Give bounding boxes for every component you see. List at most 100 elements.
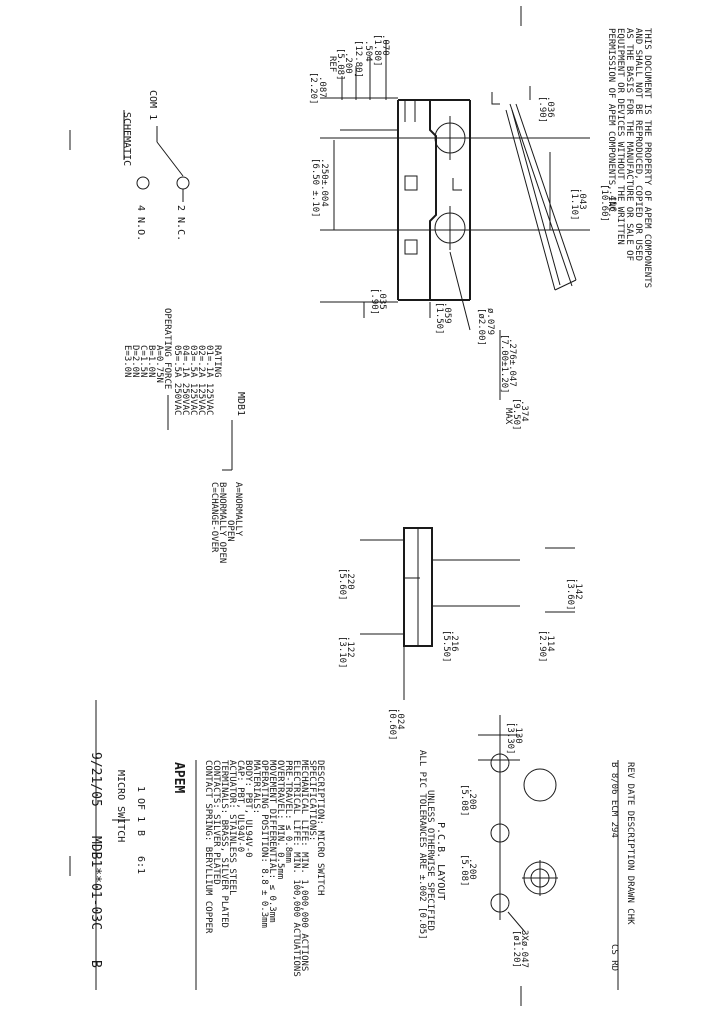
side-view-dimensions: .504 [12.80] .070 [1.80] .200 [5.08] REF…: [308, 34, 617, 431]
drawing-title: MICRO SWITCH: [115, 770, 126, 842]
side-view: [320, 40, 590, 400]
dim-dia2-mm: [ø1.20]: [511, 930, 521, 968]
dim-504-mm: [12.80]: [353, 40, 363, 78]
spec-line: BODY: PBT, UL94V-0: [243, 760, 253, 858]
actuator-lever-alt: [511, 109, 561, 286]
dim-416-mm: [10.60]: [599, 184, 609, 222]
dim-220: .220: [345, 568, 355, 590]
pcb-layout: .130 [3.30] .200 [5.08] .200 [5.08] 3Xø.…: [417, 715, 558, 968]
dim-036-mm: [.90]: [537, 96, 547, 123]
terminal-slot: [404, 239, 418, 255]
spec-line: OVERTRAVEL: MIN. 0.5mm: [275, 760, 285, 879]
act-line: OPEN: [225, 520, 235, 542]
actuator-lever-alt: [505, 109, 556, 291]
pcb-mount-hole: [523, 768, 557, 802]
end-view: .142 [3.60] .114 [2.90] .220 [5.60] .122…: [337, 527, 583, 741]
dim-200b-mm: [5.08]: [459, 784, 469, 817]
force-title: OPERATING FORCE: [162, 308, 172, 389]
dim-036: .036: [545, 96, 555, 118]
force-line: D=2.0N: [130, 345, 140, 378]
dim-216: .216: [449, 630, 459, 652]
dim-087: .087: [317, 76, 327, 98]
rating-line: 05=.5A 250VAC: [172, 345, 182, 415]
spec-line: MATERIALS:: [251, 760, 261, 814]
pcb-leader: [507, 911, 526, 933]
dim-200c-mm: [5.08]: [459, 854, 469, 887]
revision-row: B 8/06 ECM 294: [609, 762, 619, 838]
dim-ref: REF: [327, 56, 337, 72]
dim-276: .276±.047: [507, 338, 517, 387]
dim-416: .416: [607, 190, 617, 212]
part-number: MDB1**01-03C: [88, 836, 103, 930]
dim-024-mm: [0.60]: [387, 708, 397, 741]
spec-line: TERMINALS: BRASS, SILVER PLATED: [219, 760, 229, 928]
dim-059-mm: [1.50]: [434, 302, 444, 335]
revision-block: REV DATE DESCRIPTION DRAWN CHK B 8/06 EC…: [609, 760, 635, 990]
dim-200c: .200: [467, 858, 477, 880]
revision-header: REV DATE DESCRIPTION DRAWN CHK: [625, 762, 635, 925]
rating-line: 02=.2A 125VAC: [196, 345, 206, 415]
company-logo: APEM: [171, 762, 186, 793]
pcb-note: ALL PIC TOLERANCES ARE ±.002 [0.05]: [417, 750, 427, 940]
notice-line: AND SHALL NOT BE REPRODUCED, COPIED OR U…: [633, 28, 643, 261]
dim-059: .059: [442, 302, 452, 324]
dim-374-mm: [9.50]: [511, 398, 521, 431]
title-block: APEM MICRO SWITCH 9/21/05 MDB1**01-03C B…: [88, 700, 197, 990]
rating-line: RATING: [212, 345, 222, 378]
leader-line: [449, 251, 471, 331]
spec-line: ACTUATOR: STAINLESS STEEL: [227, 760, 237, 895]
spec-line: DESCRIPTION: MICRO SWITCH: [315, 760, 325, 895]
schematic: SCHEMATIC COM 1 2 N.C. 4 N.O.: [121, 90, 190, 241]
force-line: B=1.0N: [146, 345, 156, 378]
pcb-note: UNLESS OTHERWISE SPECIFIED: [425, 790, 435, 931]
act-line: C=CHANGE-OVER: [209, 482, 219, 553]
spec-line: PRE-TRAVEL: ≤ 0.8mm: [283, 760, 293, 863]
dim-374: .374: [519, 400, 529, 422]
dim-035-mm: [.90]: [369, 288, 379, 315]
dim-200b: .200: [467, 788, 477, 810]
dim-122: .122: [345, 636, 355, 658]
spec-line: CAP: PBT, UL94V-0: [235, 760, 245, 852]
no-label: 4 N.O.: [135, 205, 146, 241]
dim-070: .070: [380, 34, 390, 56]
rating-line: 04=.1A 250VAC: [180, 345, 190, 415]
terminal-slot: [404, 175, 418, 191]
confidentiality-notice: THIS DOCUMENT IS THE PROPERTY OF APEM CO…: [606, 28, 652, 288]
actuator-lever: [509, 103, 573, 287]
force-line: C=1.5N: [138, 345, 148, 378]
switch-body-outline: [397, 99, 471, 301]
dim-220-mm: [5.60]: [337, 568, 347, 601]
dim-122-mm: [3.10]: [337, 636, 347, 669]
rating-line: 01=.1A 125VAC: [204, 345, 214, 415]
dim-114-mm: [2.90]: [537, 630, 547, 663]
act-line: B=NORMALLY OPEN: [217, 482, 227, 563]
rating-line: 03=.5A 125VAC: [188, 345, 198, 415]
dim-250: .250±.004: [319, 158, 329, 207]
dim-043: .043: [577, 188, 587, 210]
dim-070-mm: [1.80]: [372, 34, 382, 67]
nc-label: 2 N.C.: [175, 205, 186, 241]
dim-216-mm: [5.50]: [441, 630, 451, 663]
notice-line: EQUIPMENT OR DEVICES WITHOUT THE WRITTEN: [615, 28, 625, 245]
force-line: A=0.75N: [154, 345, 164, 383]
dim-dia2: 3Xø.047: [519, 930, 529, 968]
spec-line: OPERATING POSITION: 8.8 ± 0.3mm: [259, 760, 269, 928]
dim-087-mm: [2.20]: [308, 72, 318, 105]
schematic-title: SCHEMATIC: [121, 112, 132, 166]
pcb-pad: [490, 823, 510, 843]
spec-line: SPECIFICATIONS:: [307, 760, 317, 841]
dim-200: .200: [343, 52, 353, 74]
notice-line: AS THE BASIS FOR THE MANUFACTURE OR SALE…: [624, 28, 634, 261]
lever-tip: [554, 279, 577, 291]
dim-504: .504: [363, 40, 373, 62]
dim-114: .114: [545, 630, 555, 652]
dim-035: .035: [377, 288, 387, 310]
sheet-size: B: [135, 830, 146, 836]
dim-130: .130: [513, 722, 523, 744]
dim-250-mm: [6.50 ±.10]: [310, 158, 320, 218]
dim-142-mm: [3.60]: [565, 578, 575, 611]
switch-arm: [156, 141, 184, 177]
dim-024: .024: [395, 708, 405, 730]
